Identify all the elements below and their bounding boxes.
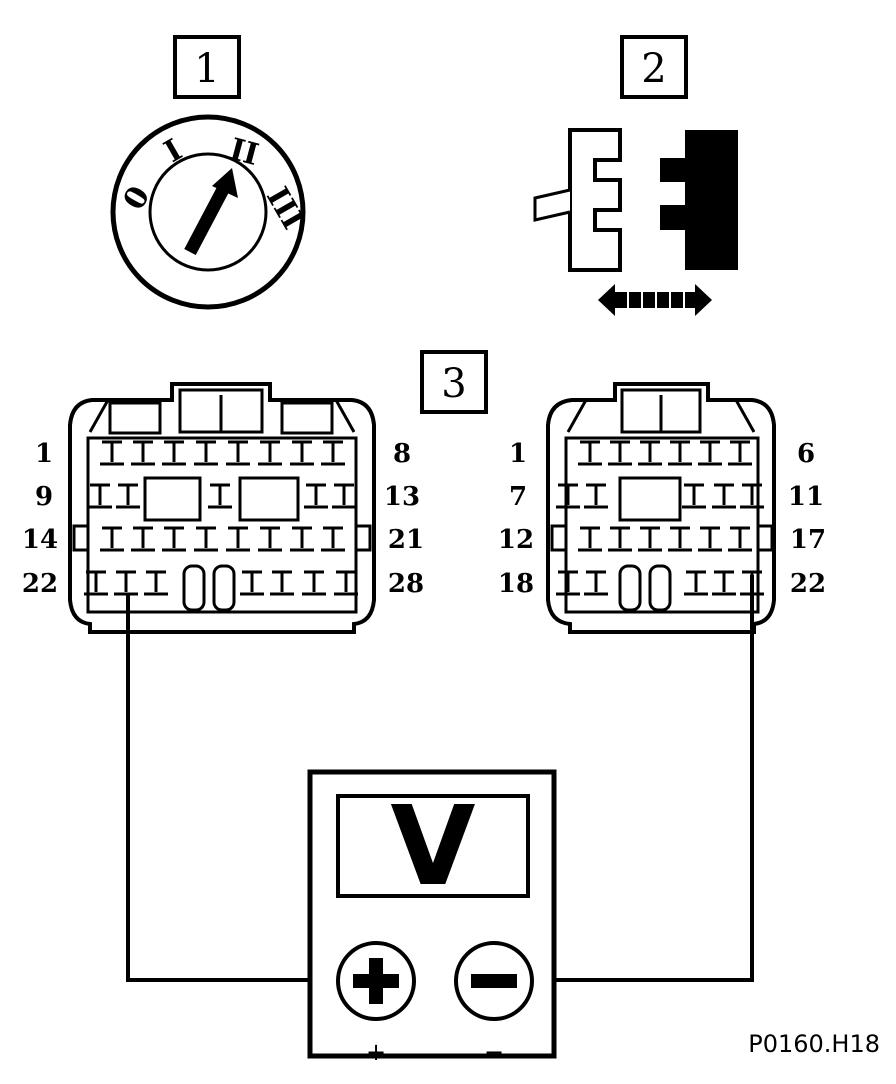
pin-terminal bbox=[114, 570, 138, 596]
pin-terminal bbox=[131, 440, 155, 466]
pin-terminal bbox=[668, 526, 692, 552]
pin-terminal bbox=[100, 526, 124, 552]
pin-terminal bbox=[116, 483, 140, 509]
left-row1-start: 1 bbox=[35, 439, 53, 469]
right-row4-end: 22 bbox=[790, 569, 826, 599]
pin-terminal bbox=[332, 483, 356, 509]
pin-terminal bbox=[270, 570, 294, 596]
pin-terminal bbox=[290, 526, 314, 552]
pin-terminal bbox=[258, 440, 282, 466]
pin-terminal bbox=[728, 526, 752, 552]
pin-terminal bbox=[638, 526, 662, 552]
pin-terminal bbox=[556, 483, 580, 509]
left-row3-end: 21 bbox=[388, 525, 424, 555]
step-1-box: 1 bbox=[173, 35, 241, 99]
pin-terminal bbox=[226, 440, 250, 466]
left-row4-end: 28 bbox=[388, 569, 424, 599]
pin-terminal bbox=[728, 440, 752, 466]
pin-terminal bbox=[88, 483, 112, 509]
pin-terminal bbox=[240, 570, 264, 596]
step-2-label: 2 bbox=[641, 46, 666, 92]
pin-terminal bbox=[304, 483, 328, 509]
step-1-label: 1 bbox=[194, 46, 219, 92]
pin-terminal bbox=[334, 570, 358, 596]
pin-terminal bbox=[226, 526, 250, 552]
pin-terminal bbox=[608, 440, 632, 466]
pin-terminal bbox=[208, 483, 232, 509]
left-row4-start: 22 bbox=[22, 569, 58, 599]
pin-terminal bbox=[684, 570, 708, 596]
pin-terminal bbox=[584, 483, 608, 509]
left-pin-terminals bbox=[84, 440, 358, 596]
ignition-switch-icon: 0 I II III bbox=[110, 114, 310, 310]
pin-terminal bbox=[290, 440, 314, 466]
voltmeter-display: V bbox=[390, 782, 475, 910]
left-row3-start: 14 bbox=[22, 525, 58, 555]
pin-terminal bbox=[578, 440, 602, 466]
pin-terminal bbox=[668, 440, 692, 466]
pin-terminal bbox=[144, 570, 168, 596]
connector-right-22pin: 1 6 7 11 12 17 18 22 bbox=[498, 382, 826, 634]
pin-terminal bbox=[698, 440, 722, 466]
right-row1-start: 1 bbox=[509, 439, 527, 469]
pin-terminal bbox=[712, 570, 736, 596]
left-row1-end: 8 bbox=[393, 439, 411, 469]
pin-terminal bbox=[321, 526, 345, 552]
pin-terminal bbox=[302, 570, 326, 596]
pin-terminal bbox=[712, 483, 736, 509]
probe-wires bbox=[126, 575, 754, 982]
positive-label: + bbox=[366, 1038, 386, 1066]
pin-terminal bbox=[100, 440, 124, 466]
pin-terminal bbox=[162, 440, 186, 466]
step-3-label: 3 bbox=[441, 361, 466, 407]
pin-terminal bbox=[194, 440, 218, 466]
step-2-box: 2 bbox=[620, 35, 688, 99]
pin-terminal bbox=[194, 526, 218, 552]
left-row2-end: 13 bbox=[384, 482, 420, 512]
right-row2-start: 7 bbox=[509, 482, 527, 512]
pin-terminal bbox=[162, 526, 186, 552]
right-row4-start: 18 bbox=[498, 569, 534, 599]
double-arrow-icon bbox=[598, 284, 712, 316]
negative-label: − bbox=[484, 1038, 504, 1066]
voltmeter: V + − bbox=[307, 769, 557, 1066]
pin-terminal bbox=[556, 570, 580, 596]
right-row2-end: 11 bbox=[788, 482, 824, 512]
right-row3-end: 17 bbox=[790, 525, 826, 555]
connector-disconnect-icon bbox=[533, 128, 738, 316]
left-row2-start: 9 bbox=[35, 482, 53, 512]
pin-terminal bbox=[682, 483, 706, 509]
step-3-box: 3 bbox=[420, 350, 488, 414]
pin-terminal bbox=[584, 570, 608, 596]
right-row3-start: 12 bbox=[498, 525, 534, 555]
pin-terminal bbox=[698, 526, 722, 552]
pin-terminal bbox=[638, 440, 662, 466]
pin-terminal bbox=[131, 526, 155, 552]
figure-code: P0160.H18 bbox=[748, 1030, 880, 1058]
pin-terminal bbox=[258, 526, 282, 552]
right-row1-end: 6 bbox=[797, 439, 815, 469]
pin-terminal bbox=[578, 526, 602, 552]
pin-terminal bbox=[321, 440, 345, 466]
pin-terminal bbox=[740, 483, 764, 509]
pin-terminal bbox=[608, 526, 632, 552]
pin-terminal bbox=[84, 570, 108, 596]
connector-left-28pin: 1 8 9 13 14 21 22 28 bbox=[22, 382, 424, 634]
